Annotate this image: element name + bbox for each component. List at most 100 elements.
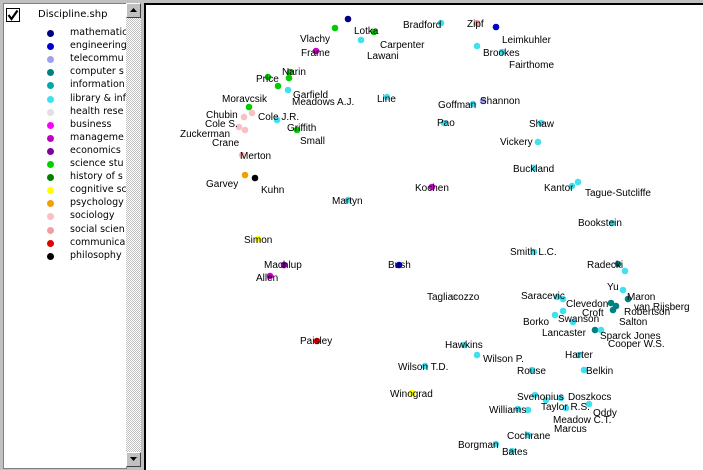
author-point[interactable] bbox=[395, 261, 403, 269]
author-point[interactable] bbox=[591, 326, 599, 334]
author-point[interactable] bbox=[254, 235, 262, 243]
author-point[interactable] bbox=[580, 366, 588, 374]
author-point[interactable] bbox=[524, 431, 532, 439]
author-point[interactable] bbox=[553, 293, 561, 301]
legend-item[interactable]: communica bbox=[4, 237, 126, 249]
author-point[interactable] bbox=[479, 97, 487, 105]
author-point[interactable] bbox=[608, 219, 616, 227]
legend-item[interactable]: telecommu bbox=[4, 53, 126, 65]
author-point[interactable] bbox=[469, 100, 477, 108]
legend-item[interactable]: history of s bbox=[4, 171, 126, 183]
scroll-up-button[interactable] bbox=[126, 3, 141, 18]
author-point[interactable] bbox=[473, 19, 481, 27]
legend-item[interactable]: cognitive sc bbox=[4, 184, 126, 196]
author-point[interactable] bbox=[235, 123, 243, 131]
author-point[interactable] bbox=[621, 267, 629, 275]
scroll-down-button[interactable] bbox=[126, 452, 141, 467]
author-point[interactable] bbox=[537, 119, 545, 127]
author-point[interactable] bbox=[585, 400, 593, 408]
author-point[interactable] bbox=[313, 337, 321, 345]
author-point[interactable] bbox=[421, 362, 429, 370]
author-point[interactable] bbox=[238, 151, 246, 159]
author-point[interactable] bbox=[574, 178, 582, 186]
author-point[interactable] bbox=[473, 351, 481, 359]
legend-item[interactable]: engineering bbox=[4, 40, 126, 52]
scrollbar-track[interactable] bbox=[126, 18, 141, 452]
author-point[interactable] bbox=[428, 183, 436, 191]
author-point[interactable] bbox=[240, 113, 248, 121]
author-point[interactable] bbox=[357, 36, 365, 44]
legend-item[interactable]: information bbox=[4, 79, 126, 91]
author-point[interactable] bbox=[460, 341, 468, 349]
author-point[interactable] bbox=[530, 164, 538, 172]
legend-item[interactable]: manageme bbox=[4, 132, 126, 144]
legend-item[interactable]: business bbox=[4, 119, 126, 131]
legend-item[interactable]: library & inf bbox=[4, 93, 126, 105]
legend-item[interactable]: computer s bbox=[4, 66, 126, 78]
author-point[interactable] bbox=[266, 272, 274, 280]
author-point[interactable] bbox=[530, 248, 538, 256]
author-point[interactable] bbox=[331, 24, 339, 32]
author-point[interactable] bbox=[241, 171, 249, 179]
author-point[interactable] bbox=[251, 174, 259, 182]
legend-item[interactable]: sociology bbox=[4, 210, 126, 222]
author-point[interactable] bbox=[383, 93, 391, 101]
author-point[interactable] bbox=[473, 42, 481, 50]
author-point[interactable] bbox=[285, 74, 293, 82]
layer-header[interactable]: Discipline.shp bbox=[6, 8, 124, 24]
author-point[interactable] bbox=[514, 405, 522, 413]
author-point[interactable] bbox=[562, 404, 570, 412]
author-point[interactable] bbox=[568, 182, 576, 190]
legend-item[interactable]: science stu bbox=[4, 158, 126, 170]
author-point[interactable] bbox=[508, 447, 516, 455]
author-point[interactable] bbox=[408, 389, 416, 397]
author-point[interactable] bbox=[524, 406, 532, 414]
author-point[interactable] bbox=[569, 318, 577, 326]
author-point[interactable] bbox=[284, 86, 292, 94]
layer-visibility-checkbox[interactable] bbox=[6, 8, 20, 22]
author-point[interactable] bbox=[551, 311, 559, 319]
legend-item[interactable]: economics bbox=[4, 145, 126, 157]
author-point[interactable] bbox=[312, 47, 320, 55]
author-point[interactable] bbox=[492, 440, 500, 448]
author-point[interactable] bbox=[607, 299, 615, 307]
author-point[interactable] bbox=[492, 23, 500, 31]
legend-item[interactable]: health rese bbox=[4, 106, 126, 118]
author-point[interactable] bbox=[624, 295, 632, 303]
author-point[interactable] bbox=[575, 351, 583, 359]
author-point[interactable] bbox=[370, 28, 378, 36]
author-point[interactable] bbox=[559, 295, 567, 303]
author-point[interactable] bbox=[531, 391, 539, 399]
author-point[interactable] bbox=[534, 138, 542, 146]
legend-item[interactable]: psychology bbox=[4, 197, 126, 209]
author-point[interactable] bbox=[619, 286, 627, 294]
legend-item[interactable]: mathematic bbox=[4, 27, 126, 39]
legend-scrollbar[interactable] bbox=[126, 3, 141, 467]
author-point[interactable] bbox=[264, 73, 272, 81]
author-point[interactable] bbox=[528, 366, 536, 374]
author-point[interactable] bbox=[609, 306, 617, 314]
author-point[interactable] bbox=[293, 126, 301, 134]
author-point[interactable] bbox=[273, 116, 281, 124]
author-point[interactable] bbox=[280, 261, 288, 269]
author-point[interactable] bbox=[597, 326, 605, 334]
author-point[interactable] bbox=[286, 68, 294, 76]
author-point[interactable] bbox=[450, 293, 458, 301]
author-point[interactable] bbox=[440, 119, 448, 127]
author-point[interactable] bbox=[542, 396, 550, 404]
author-point[interactable] bbox=[437, 19, 445, 27]
author-point[interactable] bbox=[559, 307, 567, 315]
author-point[interactable] bbox=[614, 260, 622, 268]
author-point[interactable] bbox=[498, 48, 506, 56]
author-point[interactable] bbox=[344, 196, 352, 204]
author-point[interactable] bbox=[248, 109, 256, 117]
legend-item[interactable]: philosophy bbox=[4, 250, 126, 262]
author-point[interactable] bbox=[241, 126, 249, 134]
author-point[interactable] bbox=[557, 394, 565, 402]
author-point[interactable] bbox=[245, 103, 253, 111]
legend-item[interactable]: social scien bbox=[4, 224, 126, 236]
author-point[interactable] bbox=[344, 15, 352, 23]
author-point[interactable] bbox=[274, 82, 282, 90]
